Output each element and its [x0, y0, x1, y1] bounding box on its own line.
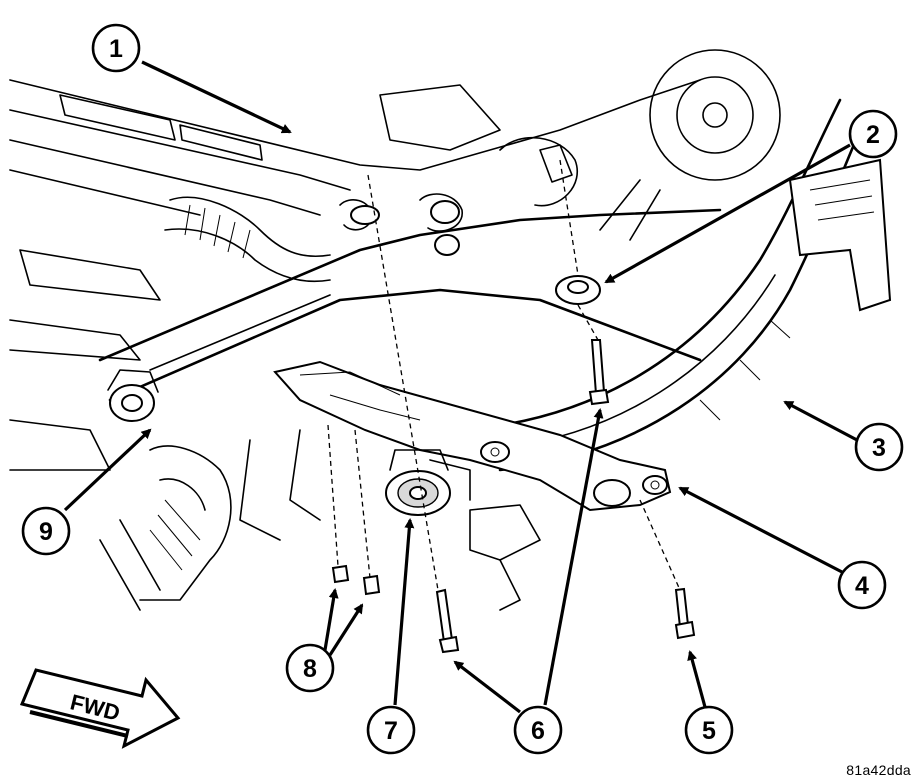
callout-6-label: 6 — [531, 717, 545, 745]
callout-5: 5 — [684, 705, 734, 755]
callout-1-label: 1 — [109, 35, 123, 63]
callout-9: 9 — [21, 506, 71, 556]
crossmember — [273, 360, 672, 512]
bushing-mount — [385, 449, 451, 516]
install-lines — [327, 159, 681, 591]
callout-2: 2 — [848, 109, 898, 159]
callout-2-label: 2 — [866, 121, 880, 149]
callout-6: 6 — [513, 705, 563, 755]
callout-3-label: 3 — [872, 434, 886, 462]
callout-7-label: 7 — [384, 717, 398, 745]
callout-7: 7 — [366, 705, 416, 755]
isolator-parts — [350, 200, 601, 305]
figure-code: 81a42dda — [846, 762, 911, 778]
callout-9-label: 9 — [39, 518, 53, 546]
callout-4-label: 4 — [855, 572, 869, 600]
fwd-arrow: FWD — [19, 668, 181, 749]
callout-3: 3 — [854, 422, 904, 472]
underbody-artwork — [9, 49, 892, 611]
left-bushing — [107, 369, 159, 422]
callout-1: 1 — [91, 23, 141, 73]
callout-4: 4 — [837, 560, 887, 610]
leader-lines — [63, 60, 858, 714]
callout-5-label: 5 — [702, 717, 716, 745]
callout-8-label: 8 — [303, 655, 317, 683]
callout-8: 8 — [285, 643, 335, 693]
bolts — [331, 339, 696, 654]
